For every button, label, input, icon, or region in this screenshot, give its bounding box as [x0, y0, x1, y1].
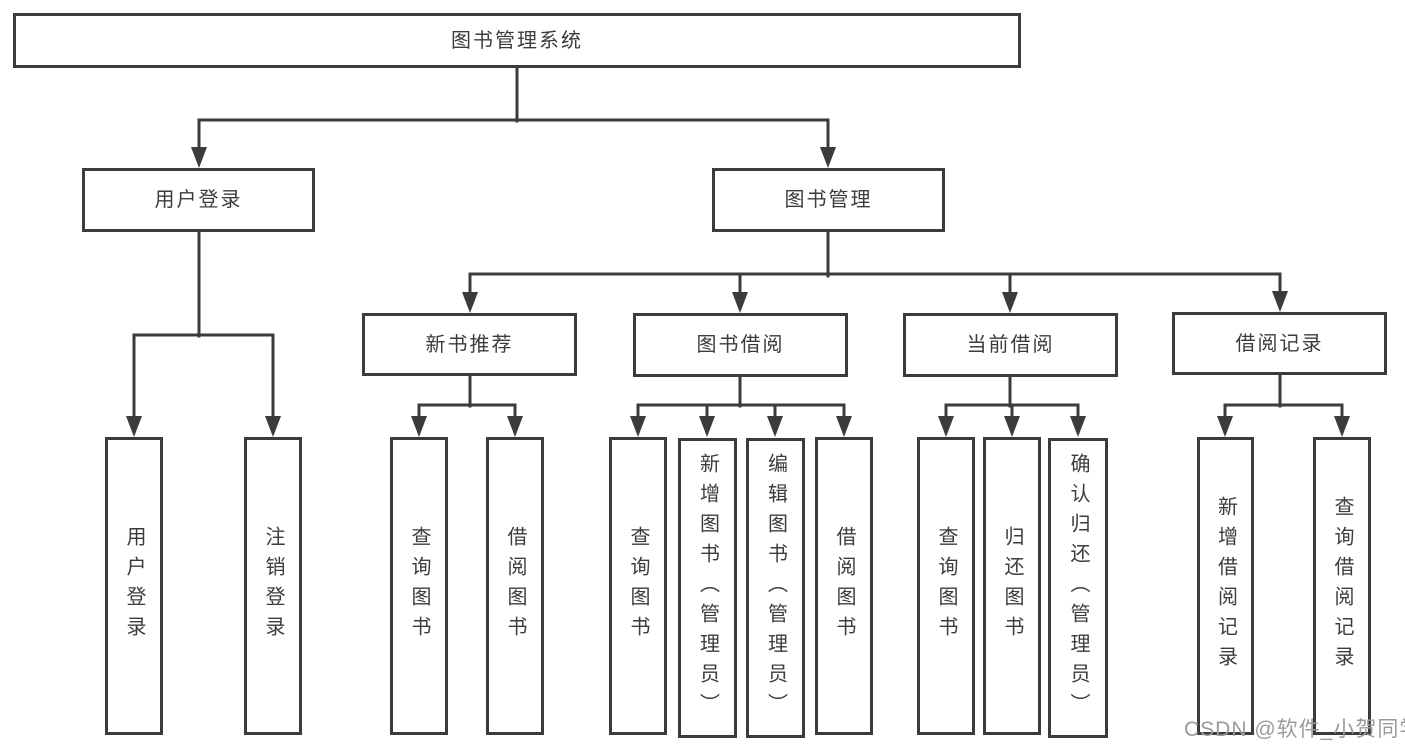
node-user-login: 用户登录 [82, 168, 315, 232]
arrowhead-icon [462, 292, 478, 313]
node-label-user-login: 用户登录 [154, 189, 243, 211]
node-label-current-borrowing: 当前借阅 [966, 334, 1055, 356]
csdn-watermark: CSDN @软件_小贺同学 [1184, 718, 1405, 741]
node-book-borrowing: 图书借阅 [633, 313, 848, 377]
node-leaf-add-borrow-record: 新增借阅记录 [1197, 437, 1254, 735]
node-label-leaf-edit-books-admin: 编辑图书（管理员） [764, 453, 787, 723]
node-leaf-query-books-3: 查询图书 [917, 437, 975, 735]
node-leaf-query-books-1: 查询图书 [390, 437, 448, 735]
arrowhead-icon [699, 416, 715, 437]
arrowhead-icon [1002, 292, 1018, 313]
node-root: 图书管理系统 [13, 13, 1021, 68]
node-label-leaf-logout: 注销登录 [262, 526, 284, 646]
node-label-leaf-add-borrow-record: 新增借阅记录 [1214, 496, 1237, 676]
node-borrowing-records: 借阅记录 [1172, 312, 1387, 375]
node-label-leaf-query-borrow-record: 查询借阅记录 [1331, 496, 1353, 676]
node-label-leaf-borrow-books-1: 借阅图书 [504, 526, 526, 646]
arrowhead-icon [507, 416, 523, 437]
node-leaf-logout: 注销登录 [244, 437, 302, 735]
node-new-book-recommend: 新书推荐 [362, 313, 577, 376]
node-leaf-query-borrow-record: 查询借阅记录 [1313, 437, 1371, 735]
node-leaf-user-login: 用户登录 [105, 437, 163, 735]
node-label-leaf-borrow-books-2: 借阅图书 [833, 526, 855, 646]
node-label-leaf-query-books-2: 查询图书 [627, 526, 649, 646]
arrowhead-icon [836, 416, 852, 437]
node-leaf-confirm-return-admin: 确认归还（管理员） [1048, 438, 1108, 738]
node-leaf-query-books-2: 查询图书 [609, 437, 667, 735]
arrowhead-icon [630, 416, 646, 437]
node-label-root: 图书管理系统 [451, 29, 583, 52]
node-label-borrowing-records: 借阅记录 [1235, 332, 1324, 355]
node-leaf-return-books: 归还图书 [983, 437, 1041, 735]
node-label-leaf-return-books: 归还图书 [1001, 526, 1023, 646]
node-label-leaf-confirm-return-admin: 确认归还（管理员） [1067, 453, 1089, 723]
node-leaf-borrow-books-1: 借阅图书 [486, 437, 544, 735]
arrowhead-icon [1217, 416, 1233, 437]
node-label-book-borrowing: 图书借阅 [696, 334, 785, 356]
arrowhead-icon [938, 416, 954, 437]
node-book-management: 图书管理 [712, 168, 945, 232]
node-current-borrowing: 当前借阅 [903, 313, 1118, 377]
arrowhead-icon [1004, 416, 1020, 437]
arrowhead-icon [265, 416, 281, 437]
node-label-leaf-add-books-admin: 新增图书（管理员） [696, 453, 719, 723]
arrowhead-icon [191, 147, 207, 168]
node-label-leaf-query-books-1: 查询图书 [408, 526, 430, 646]
node-label-leaf-query-books-3: 查询图书 [935, 526, 957, 646]
node-label-new-book-recommend: 新书推荐 [425, 333, 514, 356]
arrowhead-icon [411, 416, 427, 437]
node-label-leaf-user-login: 用户登录 [123, 526, 145, 646]
node-label-book-management: 图书管理 [784, 189, 873, 211]
arrowhead-icon [767, 416, 783, 437]
arrowhead-icon [732, 292, 748, 313]
arrowhead-icon [126, 416, 142, 437]
node-leaf-edit-books-admin: 编辑图书（管理员） [746, 438, 805, 738]
node-leaf-add-books-admin: 新增图书（管理员） [678, 438, 737, 738]
arrowhead-icon [1070, 416, 1086, 437]
arrowhead-icon [820, 147, 836, 168]
arrowhead-icon [1272, 291, 1288, 312]
arrowhead-icon [1334, 416, 1350, 437]
node-leaf-borrow-books-2: 借阅图书 [815, 437, 873, 735]
